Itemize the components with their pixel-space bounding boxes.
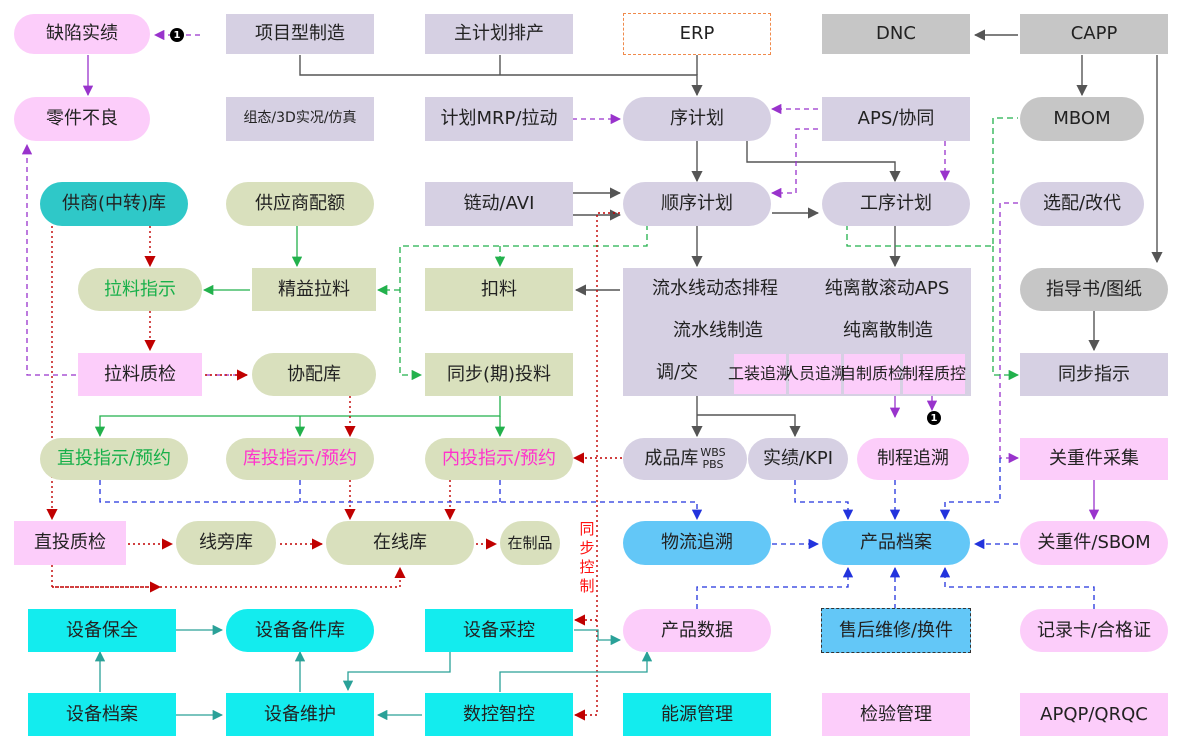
badge-two: 1 (927, 411, 941, 425)
coop-store-node: 协配库 (252, 353, 376, 396)
sequence-plan-node: 顺序计划 (623, 182, 771, 226)
product-data-node: 产品数据 (623, 609, 771, 652)
online-store-node: 在线库 (326, 521, 474, 565)
pull-instruction-node: 拉料指示 (78, 268, 202, 311)
equip-archive-node: 设备档案 (28, 693, 176, 736)
erp-node: ERP (623, 13, 771, 55)
energy-mgmt-node: 能源管理 (623, 693, 771, 736)
finished-store-label: 成品库 (644, 448, 699, 470)
apqp-node: APQP/QRQC (1020, 693, 1168, 736)
equip-spare-node: 设备备件库 (226, 609, 374, 652)
direct-instruction-node: 直投指示/预约 (40, 438, 188, 480)
after-sales-node: 售后维修/换件 (821, 608, 971, 653)
dnc-node: DNC (822, 14, 970, 54)
inner-instruction-node: 内投指示/预约 (425, 438, 573, 480)
tooling-trace-cell: 工装追溯 (728, 354, 792, 394)
seq-plan-node: 序计划 (623, 97, 771, 141)
capp-node: CAPP (1020, 14, 1168, 54)
flowline-mfg-label: 流水线制造 (673, 320, 763, 342)
process-trace-node: 制程追溯 (857, 438, 969, 480)
part-defect-node: 零件不良 (14, 97, 150, 141)
option-change-node: 选配/改代 (1020, 182, 1144, 226)
mrp-pull-node: 计划MRP/拉动 (425, 97, 573, 141)
defect-record-node: 缺陷实绩 (14, 14, 150, 54)
sync-feed-node: 同步(期)投料 (425, 353, 573, 396)
mbom-node: MBOM (1020, 97, 1144, 141)
badge-one: 1 (170, 28, 184, 42)
manufacturing-block: 流水线动态排程 纯离散滚动APS 流水线制造 纯离散制造 调/交 工装追溯 人员… (623, 268, 971, 396)
store-instruction-node: 库投指示/预约 (226, 438, 374, 480)
equip-repair-node: 设备维护 (226, 693, 374, 736)
chain-avi-node: 链动/AVI (425, 182, 573, 226)
discrete-rolling-label: 纯离散滚动APS (824, 278, 950, 300)
pull-qc-node: 拉料质检 (78, 353, 202, 396)
pbs-label: PBS (702, 458, 724, 471)
key-part-sbom-node: 关重件/SBOM (1020, 521, 1168, 565)
adjust-handover-label: 调/交 (655, 362, 699, 384)
project-mfg-node: 项目型制造 (226, 14, 374, 54)
master-plan-node: 主计划排产 (425, 14, 573, 54)
logistics-trace-node: 物流追溯 (623, 521, 771, 565)
supplier-store-node: 供商(中转)库 (40, 182, 188, 226)
record-card-node: 记录卡/合格证 (1020, 609, 1168, 652)
direct-qc-node: 直投质检 (14, 521, 126, 565)
deduct-material-node: 扣料 (425, 268, 573, 311)
product-archive-node: 产品档案 (822, 521, 970, 565)
equip-maint-safety-node: 设备保全 (28, 609, 176, 652)
supplier-quota-node: 供应商配额 (226, 182, 374, 226)
sync-control-label: 同步控制 (579, 520, 595, 595)
aps-collab-node: APS/协同 (822, 97, 970, 141)
guide-drawing-node: 指导书/图纸 (1020, 268, 1168, 311)
inspection-mgmt-node: 检验管理 (822, 693, 970, 736)
lean-pull-node: 精益拉料 (252, 268, 376, 311)
wip-node: 在制品 (500, 521, 560, 565)
staff-trace-cell: 人员追溯 (783, 354, 847, 394)
lineside-store-node: 线旁库 (176, 521, 276, 565)
flowline-dynamic-label: 流水线动态排程 (652, 278, 778, 300)
key-part-collect-node: 关重件采集 (1020, 438, 1168, 480)
config-3d-node: 组态/3D实况/仿真 (226, 97, 374, 141)
self-check-cell: 自制质检 (840, 354, 904, 394)
equip-collect-node: 设备采控 (425, 609, 573, 652)
result-kpi-node: 实绩/KPI (748, 438, 848, 480)
wbs-label: WBS (700, 446, 726, 459)
nc-control-node: 数控智控 (425, 693, 573, 736)
finished-store-sub: WBS PBS (700, 447, 725, 471)
process-plan-node: 工序计划 (822, 182, 970, 226)
discrete-mfg-label: 纯离散制造 (843, 320, 933, 342)
finished-store-node: 成品库 WBS PBS (623, 438, 747, 480)
process-qc-cell: 制程质控 (902, 354, 966, 394)
sync-instruction-node: 同步指示 (1020, 353, 1168, 396)
